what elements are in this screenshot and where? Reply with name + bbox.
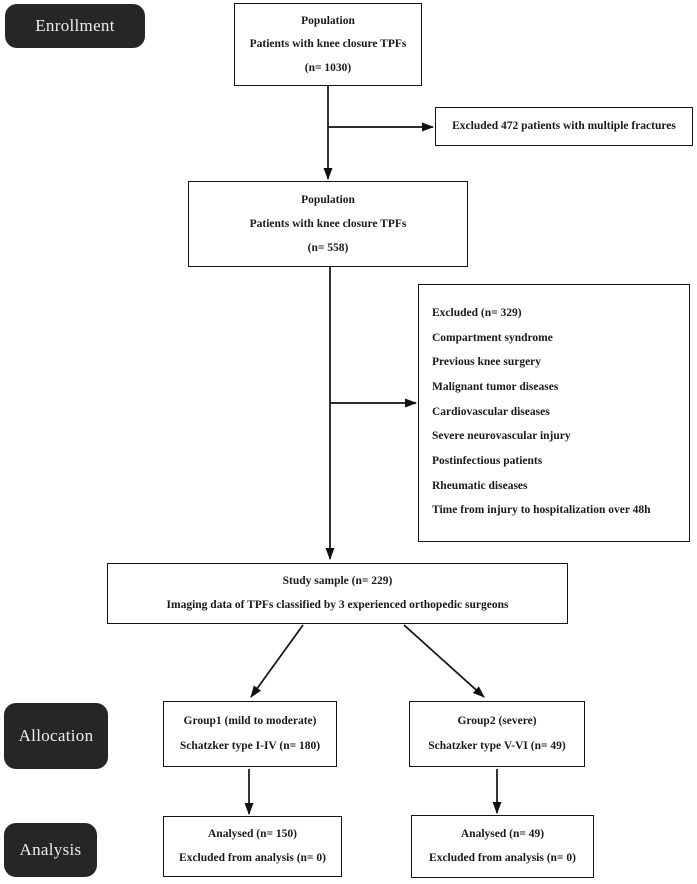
stage-label-enrollment: Enrollment — [5, 4, 145, 48]
stage-label-analysis-text: Analysis — [19, 840, 82, 859]
population1-box: Population Patients with knee closure TP… — [234, 3, 422, 86]
excluded-reasons-line: Excluded (n= 329) — [432, 307, 522, 320]
excluded-reasons-line: Time from injury to hospitalization over… — [432, 504, 651, 517]
stage-label-enrollment-text: Enrollment — [35, 16, 115, 35]
excluded-reasons-line: Cardiovascular diseases — [432, 405, 550, 418]
study-sample-line: Study sample (n= 229) — [282, 575, 393, 588]
population1-line: Population — [301, 14, 355, 27]
arrow-study-to-group2 — [403, 624, 485, 698]
study-sample-line: Imaging data of TPFs classified by 3 exp… — [166, 599, 509, 612]
population2-line: (n= 558) — [307, 241, 349, 254]
group2-line: Group2 (severe) — [457, 714, 537, 727]
group1-line: Group1 (mild to moderate) — [183, 714, 317, 727]
analysed-group2-line: Analysed (n= 49) — [460, 827, 545, 840]
population2-line: Patients with knee closure TPFs — [249, 217, 407, 230]
analysed-group2-box: Analysed (n= 49) Excluded from analysis … — [411, 815, 594, 878]
excluded-multiple-fractures-line: Excluded 472 patients with multiple frac… — [452, 120, 676, 133]
excluded-reasons-line: Previous knee surgery — [432, 356, 542, 369]
excluded-reasons-line: Severe neurovascular injury — [432, 430, 571, 443]
group2-line: Schatzker type V-VI (n= 49) — [428, 740, 566, 753]
analysed-group1-line: Excluded from analysis (n= 0) — [179, 852, 326, 865]
stage-label-allocation-text: Allocation — [18, 726, 94, 745]
group1-box: Group1 (mild to moderate) Schatzker type… — [163, 701, 337, 767]
study-sample-box: Study sample (n= 229) Imaging data of TP… — [107, 563, 568, 624]
excluded-reasons-box: Excluded (n= 329) Compartment syndrome P… — [418, 284, 690, 542]
arrow-study-to-group1 — [250, 624, 304, 698]
excluded-reasons-line: Rheumatic diseases — [432, 479, 528, 492]
excluded-multiple-fractures-box: Excluded 472 patients with multiple frac… — [435, 107, 693, 146]
group1-line: Schatzker type I-IV (n= 180) — [179, 740, 321, 753]
population2-box: Population Patients with knee closure TP… — [188, 181, 468, 267]
excluded-reasons-line: Postinfectious patients — [432, 454, 543, 467]
excluded-reasons-line: Compartment syndrome — [432, 331, 553, 344]
stage-label-allocation: Allocation — [4, 703, 108, 769]
population1-line: Patients with knee closure TPFs — [249, 38, 407, 51]
analysed-group2-line: Excluded from analysis (n= 0) — [429, 852, 576, 865]
stage-label-analysis: Analysis — [4, 823, 97, 877]
analysed-group1-line: Analysed (n= 150) — [208, 828, 297, 841]
excluded-reasons-line: Malignant tumor diseases — [432, 380, 559, 393]
population2-line: Population — [301, 193, 355, 206]
analysed-group1-box: Analysed (n= 150) Excluded from analysis… — [163, 816, 342, 877]
population1-line: (n= 1030) — [304, 61, 352, 74]
group2-box: Group2 (severe) Schatzker type V-VI (n= … — [409, 701, 585, 767]
